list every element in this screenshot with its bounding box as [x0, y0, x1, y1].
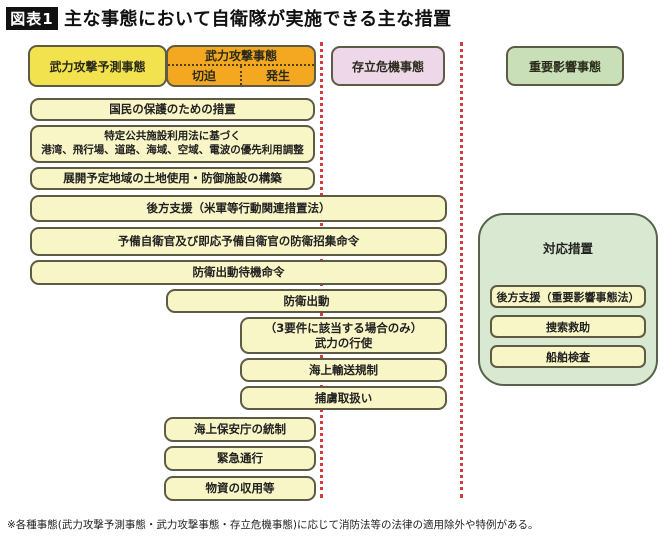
measure-label: 捕虜取扱い [314, 390, 373, 405]
measure-label-line2: 港湾、飛行場、道路、海域、空域、電波の優先利用調整 [41, 144, 304, 156]
measure-label: 防衛出動 [283, 293, 330, 308]
figure-title: 主な事態において自衛隊が実施できる主な措置 [64, 9, 452, 30]
header-armed-attack: 武力攻撃事態 切迫 発生 [166, 45, 316, 87]
measure-label: 船舶検査 [546, 350, 590, 364]
measure-specified-public-facilities: 特定公共施設利用法に基づく 港湾、飛行場、道路、海域、空域、電波の優先利用調整 [30, 125, 315, 163]
measure-pow-handling: 捕虜取扱い [240, 386, 447, 410]
red-dotted-divider-2 [460, 42, 463, 498]
measure-label-line1: （3要件に該当する場合のみ） [264, 320, 423, 335]
measure-emergency-passage: 緊急通行 [164, 446, 316, 471]
header-armed-attack-label: 武力攻撃事態 [168, 47, 314, 66]
measure-label-line1: 特定公共施設利用法に基づく [104, 130, 241, 143]
phase-imminent: 切迫 [168, 66, 242, 85]
header-survival-threatening: 存立危機事態 [331, 46, 445, 86]
measure-requisition-of-goods: 物資の収用等 [164, 476, 316, 501]
measure-label-line2: 武力の行使 [314, 335, 373, 350]
header-label: 武力攻撃予測事態 [49, 59, 146, 74]
header-label: 存立危機事態 [351, 59, 424, 74]
measure-label: 後方支援（重要影響事態法） [496, 290, 640, 304]
footnote: ※各種事態(武力攻撃予測事態・武力攻撃事態・存立危機事態)に応じて消防法等の法律… [7, 519, 539, 531]
measure-rear-support-us-forces: 後方支援（米軍等行動関連措置法） [30, 195, 447, 222]
measure-reserve-sdf-call-up: 予備自衛官及び即応予備自衛官の防衛招集命令 [30, 227, 447, 256]
measure-rear-support-important-influence: 後方支援（重要影響事態法） [490, 285, 646, 308]
measure-label: 予備自衛官及び即応予備自衛官の防衛招集命令 [117, 234, 360, 249]
measure-label: 後方支援（米軍等行動関連措置法） [146, 201, 331, 216]
measure-defense-standby-order: 防衛出動待機命令 [30, 260, 447, 285]
measure-citizen-protection: 国民の保護のための措置 [30, 98, 315, 121]
measure-label: 緊急通行 [217, 451, 263, 466]
phase-occurred: 発生 [265, 69, 290, 83]
response-measures-panel: 対応措置 後方支援（重要影響事態法） 捜索救助 船舶検査 [478, 213, 658, 386]
measure-coast-guard-control: 海上保安庁の統制 [164, 417, 316, 442]
header-label: 重要影響事態 [528, 59, 601, 74]
header-armed-attack-anticipated: 武力攻撃予測事態 [28, 45, 167, 87]
measure-label: 捜索救助 [546, 320, 590, 334]
response-panel-title: 対応措置 [542, 241, 593, 256]
measure-label: 展開予定地域の土地使用・防御施設の構築 [63, 171, 282, 186]
measure-land-use-defense-facilities: 展開予定地域の土地使用・防御施設の構築 [30, 167, 315, 190]
measure-label: 海上輸送規制 [309, 362, 378, 377]
measure-use-of-force: （3要件に該当する場合のみ） 武力の行使 [240, 317, 447, 354]
measure-defense-mobilization: 防衛出動 [166, 289, 447, 313]
measure-label: 海上保安庁の統制 [194, 422, 286, 437]
measure-label: 防衛出動待機命令 [192, 265, 285, 280]
measure-label: 国民の保護のための措置 [109, 102, 236, 117]
header-armed-attack-phases: 切迫 発生 [168, 66, 314, 85]
header-important-influence: 重要影響事態 [506, 46, 624, 86]
measure-label: 物資の収用等 [205, 481, 275, 496]
measure-ship-inspection: 船舶検査 [490, 345, 646, 368]
figure-badge: 図表1 [6, 7, 58, 30]
measure-search-and-rescue: 捜索救助 [490, 315, 646, 338]
measure-maritime-transport-regulation: 海上輸送規制 [240, 358, 447, 382]
